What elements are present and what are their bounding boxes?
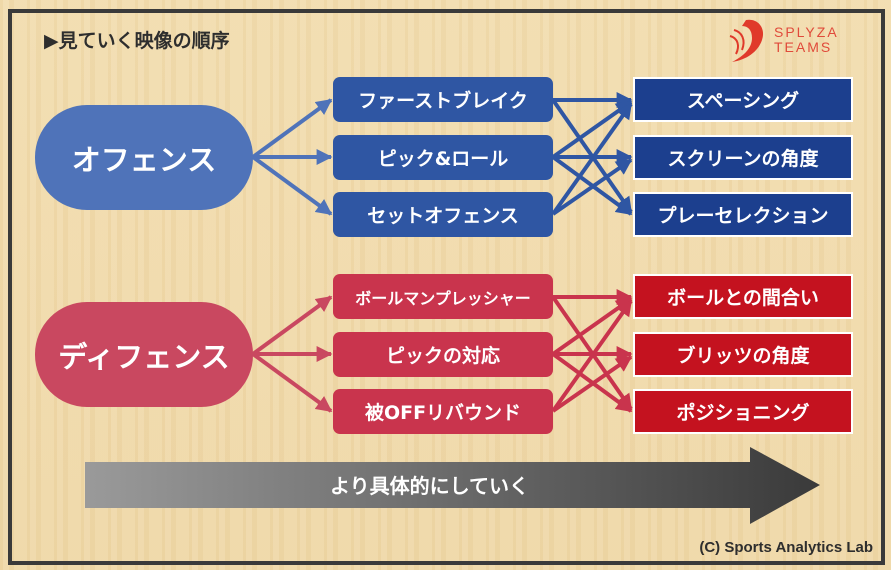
offense-situation-3: セットオフェンス [333, 192, 553, 237]
logo-line2: TEAMS [774, 39, 833, 55]
defense-situation-3: 被OFFリバウンド [333, 389, 553, 434]
phoenix-logo-icon [729, 19, 764, 62]
defense-focus-1: ボールとの間合い [633, 274, 853, 319]
progress-arrow [85, 447, 820, 524]
credit: (C) Sports Analytics Lab [699, 539, 873, 556]
offense-focus-2: スクリーンの角度 [633, 135, 853, 180]
defense-focus-3: ポジショニング [633, 389, 853, 434]
logo-line1: SPLYZA [774, 24, 839, 40]
arrow-offense-3 [251, 155, 333, 216]
offense-node: オフェンス [35, 105, 253, 210]
defense-situation-1: ボールマンプレッシャー [333, 274, 553, 319]
defense-node: ディフェンス [35, 302, 253, 407]
offense-situation-2: ピック&ロール [333, 135, 553, 180]
progress-arrow-label: より具体的にしていく [330, 474, 529, 498]
offense-situation-1: ファーストブレイク [333, 77, 553, 122]
arrow-offense-1 [251, 98, 333, 159]
offense-focus-3: プレーセレクション [633, 192, 853, 237]
splyza-teams-logo: SPLYZA TEAMS [728, 16, 839, 64]
defense-focus-2: ブリッツの角度 [633, 332, 853, 377]
slide-title: ▶見ていく映像の順序 [44, 30, 230, 52]
slide-frame [8, 9, 885, 565]
offense-focus-1: スペーシング [633, 77, 853, 122]
defense-situation-2: ピックの対応 [333, 332, 553, 377]
